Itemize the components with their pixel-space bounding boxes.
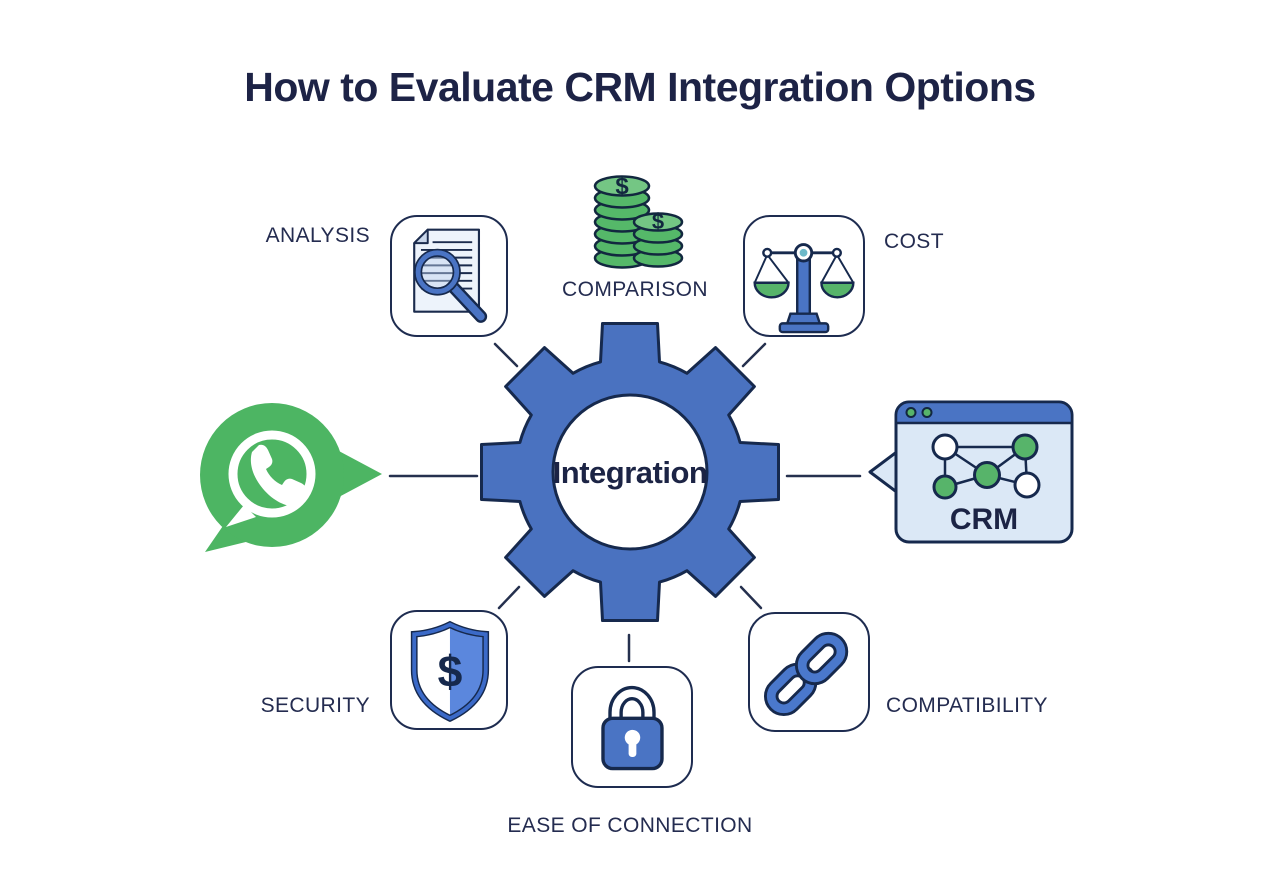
page-fold (413, 228, 429, 245)
security-card: $ (390, 610, 508, 730)
gear-icon: Integration (480, 322, 780, 622)
gear-hub (551, 393, 709, 551)
chain-links-icon (763, 631, 849, 717)
right-coin-stack (632, 212, 684, 268)
scale-pan-left (753, 281, 790, 299)
magnifier-handle (449, 282, 485, 321)
coin-dollar-glyph: $ (652, 209, 664, 234)
whatsapp-icon (200, 403, 382, 552)
titlebar-dot (921, 407, 933, 418)
cost-card (743, 215, 865, 337)
crm-window: CRM (868, 400, 1074, 544)
scale-pan-right (820, 281, 855, 299)
bubble-body (200, 403, 344, 547)
page-title: How to Evaluate CRM Integration Options (244, 64, 1036, 110)
magnifier-lens-rim (415, 250, 460, 294)
titlebar-dot (905, 407, 917, 418)
ease-of-connection-card (571, 666, 693, 788)
shield-dollar-glyph: $ (438, 647, 463, 696)
scale-strings (753, 254, 855, 284)
scale-base (778, 322, 830, 334)
left-coin-stack (593, 175, 651, 269)
shield-border (412, 622, 488, 721)
scale-pivot-dot (799, 248, 808, 257)
phone-handset (250, 444, 307, 507)
document-magnifier-icon (413, 228, 488, 323)
shield-dollar-icon: $ (410, 620, 490, 723)
window-pointer (868, 449, 899, 495)
beam-end-right (831, 247, 842, 258)
beam-end-left (762, 247, 773, 258)
analysis-label: ANALYSIS (265, 224, 370, 247)
coin-stacks-icon: $ $ (593, 173, 684, 269)
ease-of-connection-label: EASE OF CONNECTION (507, 814, 753, 837)
cost-label: COST (884, 230, 944, 253)
keyhole-stem (628, 741, 637, 757)
analysis-card (390, 215, 508, 337)
balance-scale-icon (753, 243, 855, 334)
security-label: SECURITY (260, 694, 370, 717)
browser-network-icon (931, 433, 1041, 500)
compatibility-card (748, 612, 870, 732)
padlock-icon (601, 685, 664, 771)
coin-dollar-glyph: $ (615, 173, 629, 200)
ring (228, 430, 316, 518)
bubble-pointer (337, 450, 382, 498)
lock-shackle (611, 689, 653, 725)
browser-titlebar (894, 400, 1074, 425)
bubble-tail (205, 520, 262, 552)
compatibility-label: COMPATIBILITY (886, 694, 1048, 717)
chain-link-upper (794, 631, 849, 686)
crm-label: CRM (950, 503, 1018, 536)
keyhole-circle (624, 729, 641, 746)
center-label: Integration (553, 455, 708, 490)
comparison-label: COMPARISON (562, 278, 708, 301)
